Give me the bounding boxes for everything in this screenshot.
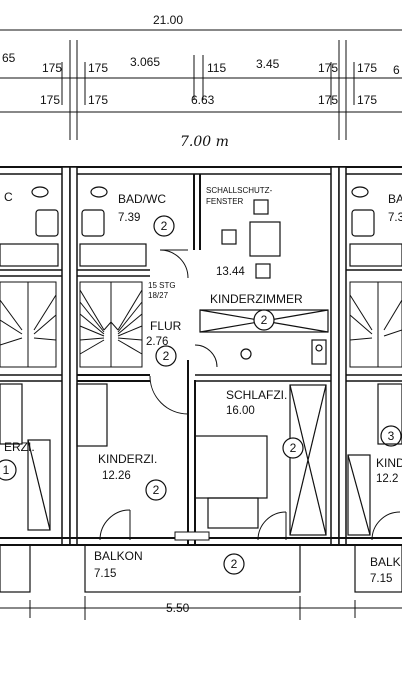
room-kinderzi-name: KINDERZI. [98, 452, 157, 466]
dim-r1-d: 3.065 [130, 55, 160, 69]
room-kinderzi-right-name: KIND [376, 456, 402, 470]
room-kinderzi-right-tag: 3 [388, 429, 395, 443]
room-flur-tag: 2 [163, 349, 170, 363]
room-schlafzi-name: SCHLAFZI. [226, 388, 287, 402]
dim-r1-e: 115 [207, 61, 226, 75]
dim-r2-a: 175 [40, 93, 60, 107]
dimension-lines [0, 29, 402, 620]
room-kinderzimmer-top-name: KINDERZIMMER [210, 292, 303, 306]
dim-r2-d: 175 [318, 93, 338, 107]
dim-r1-h: 175 [357, 61, 377, 75]
room-balkon-name: BALKON [94, 549, 143, 563]
room-bad-wc-area: 7.39 [118, 212, 140, 224]
room-kinderzi-left-tag-circle [0, 459, 17, 481]
room-balkon-right-name: BALK [370, 555, 401, 569]
door-swings [99, 249, 401, 541]
dim-top-total: 21.00 [153, 13, 183, 27]
dim-bottom: 5.50 [166, 601, 190, 615]
dim-handwritten: 7.00 m [180, 134, 229, 150]
bath-fixtures [0, 186, 402, 267]
room-bad-wc-name: BAD/WC [118, 192, 166, 206]
dim-r2-c: 6.63 [191, 93, 215, 107]
room-kinderzi-tag: 2 [153, 483, 160, 497]
room-kinderzi-right-area: 12.2 [376, 473, 398, 485]
room-kinderzimmer-top-area: 13.44 [216, 266, 245, 278]
stairs-line1: 15 STG [148, 281, 176, 290]
dim-r2-b: 175 [88, 93, 108, 107]
room-balkon-right-area: 7.15 [370, 573, 392, 585]
room-kinderzi-tag-circle [145, 479, 167, 501]
room-kinderzi-left-tag: 1 [3, 463, 10, 477]
room-schlafzi-area: 16.00 [226, 405, 255, 417]
room-schallschutz-line2: FENSTER [206, 197, 244, 206]
room-balkon-area: 7.15 [94, 568, 116, 580]
room-flur-name: FLUR [150, 319, 182, 333]
room-bad-wc-tag: 2 [161, 219, 168, 233]
room-flur-area: 2.76 [146, 336, 168, 348]
room-bad-right-area: 7.3 [388, 212, 402, 224]
room-schlafzi-tag-circle [282, 437, 304, 459]
furniture [0, 199, 402, 536]
stairs-left [0, 281, 57, 368]
dim-r2-e: 175 [357, 93, 377, 107]
room-kinderzi-right-tag-circle [380, 425, 402, 447]
dim-r1-a: 65 [2, 51, 16, 65]
room-bad-left-name: C [4, 190, 13, 204]
room-balkon-tag-circle [223, 553, 245, 575]
stairs-right [349, 281, 402, 368]
room-bad-right-name: BA [388, 192, 402, 206]
room-kinderzimmer-tag-circle [253, 309, 275, 331]
room-balkon-tag: 2 [231, 557, 238, 571]
stairs-line2: 18/27 [148, 291, 169, 300]
stairs-center [79, 281, 143, 368]
room-flur-tag-circle [155, 345, 177, 367]
walls [0, 166, 402, 593]
room-kinderzi-area: 12.26 [102, 470, 131, 482]
room-kinderzimmer-tag: 2 [261, 313, 268, 327]
dim-r1-f: 3.45 [256, 57, 280, 71]
room-bad-wc-tag-circle [153, 215, 175, 237]
room-schallschutz-line1: SCHALLSCHUTZ- [206, 186, 273, 195]
room-kinderzi-left-name: ERZI. [4, 440, 35, 454]
dim-r1-g: 175 [318, 61, 338, 75]
room-schlafzi-tag: 2 [290, 441, 297, 455]
dim-r1-i: 6 [393, 63, 400, 77]
dim-r1-c: 175 [88, 61, 108, 75]
dim-r1-b: 175 [42, 61, 62, 75]
